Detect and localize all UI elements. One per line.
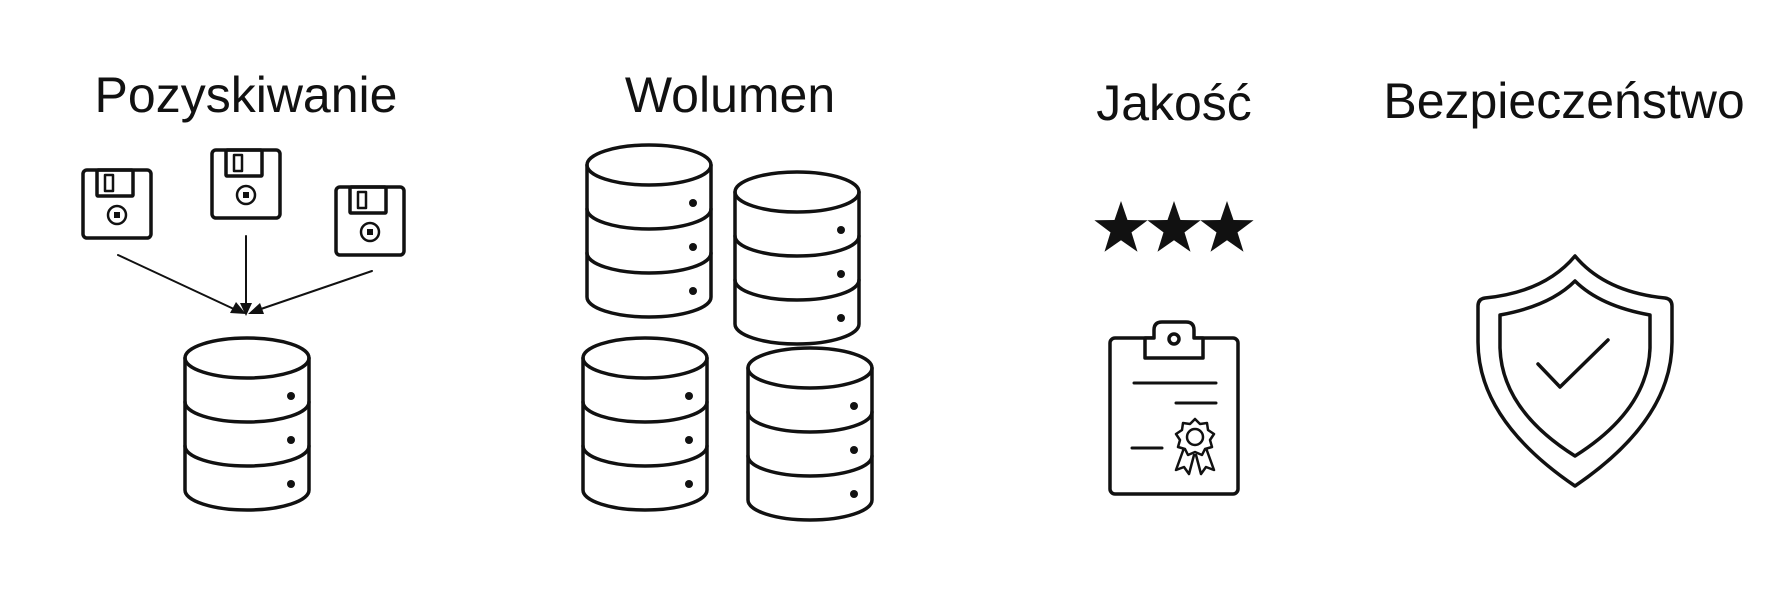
database-icon-target [183,336,311,512]
database-icon-bottom-right [746,346,874,522]
floppy-disk-icon-center [210,148,282,220]
arrow-icon-center [240,235,252,316]
star-icon-2 [1145,199,1203,254]
floppy-disk-icon-left [81,168,153,240]
title-volume: Wolumen [624,67,836,123]
arrow-icon-right [248,270,373,314]
title-security: Bezpieczeństwo [1383,73,1745,129]
star-icon-1 [1092,199,1150,254]
clipboard-certificate-icon [1108,320,1240,496]
title-acquisition: Pozyskiwanie [94,67,398,123]
arrow-icon-left [117,254,246,314]
database-icon-top-left [585,143,713,319]
floppy-disk-icon-right [334,185,406,257]
star-icon-3 [1198,199,1256,254]
database-icon-top-right [733,170,861,346]
shield-check-icon [1476,254,1674,488]
title-quality: Jakość [1096,75,1252,131]
database-icon-bottom-left [581,336,709,512]
